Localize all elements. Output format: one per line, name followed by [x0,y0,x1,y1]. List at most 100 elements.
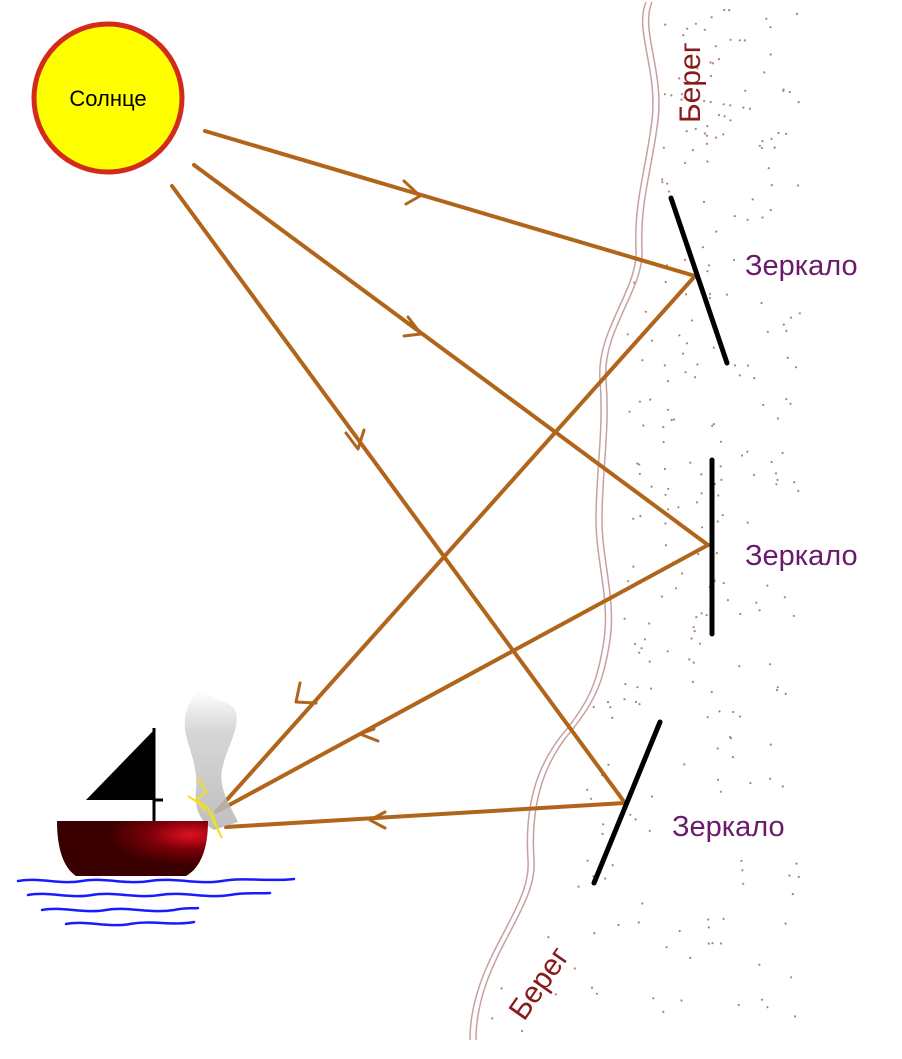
sand-dot [791,893,794,896]
reflected-ray-3 [224,801,627,829]
sand-dot [701,526,704,529]
sand-dot [661,181,664,184]
sand-dot [664,493,667,496]
sand-dot [641,359,644,362]
mirror-label-bottom: Зеркало [672,811,785,843]
sand-dot [723,115,726,118]
mirror-label-middle: Зеркало [745,540,858,572]
arrow-icon [344,428,366,451]
water [16,877,296,927]
sand-dot [590,986,594,989]
sand-dot [577,885,580,888]
sand-dot [719,465,722,468]
sand-dot [606,701,610,704]
sand-dot [732,258,736,262]
sand-dot [691,149,695,152]
sand-dot [607,763,610,766]
sand-dot [623,617,626,620]
sand-dot [667,380,670,383]
sand-dot [586,859,589,862]
sand-dot [632,565,635,568]
sand-dot [717,58,721,61]
sand-dot [714,136,718,139]
sand-dot [604,877,607,880]
sand-dot [715,230,718,233]
sand-dot [664,280,667,284]
incident-ray-3 [170,184,627,805]
sand-dot [786,356,789,359]
sand-dot [760,146,764,150]
sand-dot [586,788,589,791]
sand-dot [775,689,779,692]
sand-dot [650,687,653,690]
sand-dot [768,663,772,666]
sand-dot [712,423,715,426]
sand-dot [742,106,745,109]
sand-dot [797,875,800,879]
sand-dot [763,71,766,74]
sand-dot [731,756,735,759]
sand-dot [733,215,736,218]
sand-dot [700,492,703,495]
sand-dot [684,371,687,374]
sand-dot [785,132,788,135]
sand-dot [665,946,668,949]
sand-dot [741,869,744,872]
sand-dot [717,494,720,497]
sand-dot [644,310,647,313]
sand-dot [685,130,688,133]
sand-dot [770,184,773,187]
sand-dot [637,921,640,924]
sun-disc [31,21,185,175]
sand-dot [617,923,620,927]
sand-dot [595,992,599,995]
sun: Солнце [31,21,185,175]
sand-dot [776,417,780,420]
sand-dot [706,160,709,163]
sand-dot [638,703,641,706]
sand-dot [709,61,712,64]
sand-dot [777,131,780,135]
sand-dot [729,119,732,122]
sand-dot [740,454,744,457]
sand-dot [650,339,654,342]
sand-dot [719,790,722,793]
sand-dot [707,926,711,929]
sand-dot [693,630,696,633]
sand-dot [650,485,653,488]
sand-dot [593,932,596,935]
sand-dot [781,785,784,788]
sand-dot [729,104,732,107]
sand-dot [738,374,741,377]
sand-dot [746,521,749,524]
sand-dot [719,942,723,945]
sand-dot [695,501,699,504]
sand-dot [711,424,714,427]
sand-dot [746,218,749,221]
sand-dot [689,97,693,100]
sand-dot [762,403,765,407]
sun-label: Солнце [69,86,146,111]
sand-dot [702,200,706,203]
sand-dot [710,16,713,19]
sand-dot [769,777,772,780]
sand-dot [694,22,698,25]
sand-dot [766,330,769,333]
sand-dot [660,595,664,598]
sand-dot [722,103,725,106]
sand-dot [795,862,798,865]
sand-dot [784,922,787,925]
sand-dot [547,936,550,939]
mirror-label-top: Зеркало [745,250,858,282]
sand-dot [670,94,673,97]
sand-dot [769,208,772,212]
sand-dot [773,146,776,149]
arrow-icon [368,810,387,830]
sand-dot [601,832,604,836]
sand-dot [689,956,692,960]
sand-dot [720,478,723,481]
sand-dot [711,942,714,945]
sand-dot [626,333,629,336]
sand-dot [652,997,655,1000]
sand-dot [678,77,681,80]
